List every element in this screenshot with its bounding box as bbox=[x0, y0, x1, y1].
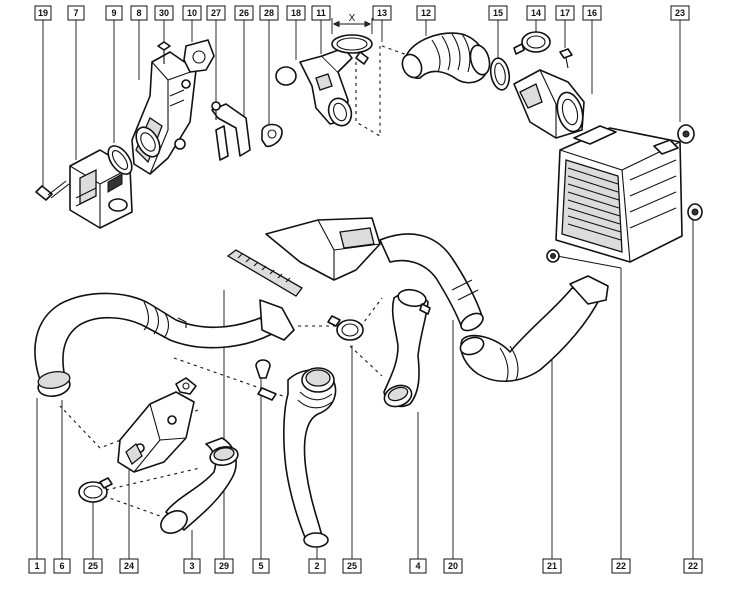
callout-25a: 25 bbox=[83, 558, 103, 574]
callout-16: 16 bbox=[582, 5, 602, 21]
svg-text:24: 24 bbox=[124, 561, 134, 571]
callout-28: 28 bbox=[259, 5, 279, 21]
part-12-corrugated-hose bbox=[401, 32, 491, 84]
part-5-clip bbox=[255, 359, 277, 401]
part-27-26-tube-bracket bbox=[211, 101, 251, 161]
part-16-air-flow-meter bbox=[513, 69, 585, 139]
callout-15: 15 bbox=[488, 5, 508, 21]
part-28-clip bbox=[261, 123, 283, 148]
svg-text:21: 21 bbox=[547, 561, 557, 571]
svg-text:12: 12 bbox=[421, 8, 431, 18]
svg-text:10: 10 bbox=[187, 8, 197, 18]
svg-text:22: 22 bbox=[688, 561, 698, 571]
part-13-hose-clamp bbox=[331, 34, 373, 65]
dimension-x bbox=[331, 18, 373, 34]
part-1-turbo-hose bbox=[34, 292, 295, 398]
part-14-hose-clamp bbox=[513, 31, 551, 55]
svg-text:9: 9 bbox=[111, 8, 116, 18]
callout-17: 17 bbox=[555, 5, 575, 21]
part-20-intake-duct bbox=[379, 233, 484, 332]
part-17-screw bbox=[559, 48, 573, 69]
svg-text:11: 11 bbox=[316, 8, 326, 18]
svg-text:14: 14 bbox=[531, 8, 541, 18]
svg-text:30: 30 bbox=[159, 8, 169, 18]
svg-text:13: 13 bbox=[377, 8, 387, 18]
svg-text:19: 19 bbox=[38, 8, 48, 18]
callout-9: 9 bbox=[105, 5, 123, 21]
part-6-clip bbox=[175, 377, 197, 395]
part-9-gasket-ring bbox=[107, 145, 133, 175]
callout-12: 12 bbox=[416, 5, 436, 21]
svg-text:18: 18 bbox=[291, 8, 301, 18]
part-24-mounting-bracket bbox=[117, 391, 195, 473]
callout-6: 6 bbox=[53, 558, 71, 574]
part-8-intake-flange bbox=[131, 51, 197, 175]
svg-text:8: 8 bbox=[136, 8, 141, 18]
callout-24: 24 bbox=[119, 558, 139, 574]
callout-1: 1 bbox=[28, 558, 46, 574]
callout-4: 4 bbox=[409, 558, 427, 574]
callout-25b: 25 bbox=[342, 558, 362, 574]
part-21-lower-duct bbox=[459, 275, 609, 383]
part-22-mount-a bbox=[546, 249, 560, 263]
part-18-o-ring bbox=[275, 66, 297, 86]
svg-text:6: 6 bbox=[59, 561, 64, 571]
callout-26: 26 bbox=[234, 5, 254, 21]
callout-22b: 22 bbox=[683, 558, 703, 574]
callout-2: 2 bbox=[308, 558, 326, 574]
callout-19: 19 bbox=[34, 5, 52, 21]
part-22-mount-b bbox=[687, 203, 703, 221]
callout-11: 11 bbox=[311, 5, 331, 21]
part-29-air-duct bbox=[226, 217, 381, 297]
part-10-bracket bbox=[183, 39, 215, 73]
svg-text:29: 29 bbox=[219, 561, 229, 571]
callout-29: 29 bbox=[214, 558, 234, 574]
callout-21: 21 bbox=[542, 558, 562, 574]
part-11-elbow-sensor bbox=[299, 47, 353, 127]
callout-30: 30 bbox=[154, 5, 174, 21]
callout-10: 10 bbox=[182, 5, 202, 21]
dimension-x-label: X bbox=[349, 13, 356, 24]
svg-text:28: 28 bbox=[264, 8, 274, 18]
part-4-s-hose bbox=[383, 288, 431, 408]
callout-18: 18 bbox=[286, 5, 306, 21]
callout-14: 14 bbox=[526, 5, 546, 21]
svg-text:7: 7 bbox=[73, 8, 78, 18]
svg-text:16: 16 bbox=[587, 8, 597, 18]
svg-text:25: 25 bbox=[88, 561, 98, 571]
svg-text:20: 20 bbox=[448, 561, 458, 571]
svg-text:27: 27 bbox=[211, 8, 221, 18]
callout-7: 7 bbox=[67, 5, 85, 21]
part-23-grommet bbox=[677, 124, 695, 144]
callout-3: 3 bbox=[183, 558, 201, 574]
svg-text:17: 17 bbox=[560, 8, 570, 18]
callout-23: 23 bbox=[670, 5, 690, 21]
part-19-bolt bbox=[35, 180, 70, 201]
callout-13: 13 bbox=[372, 5, 392, 21]
svg-text:4: 4 bbox=[415, 561, 420, 571]
part-30-screw bbox=[157, 41, 171, 64]
part-25-clamp-center bbox=[327, 315, 364, 341]
callout-8: 8 bbox=[130, 5, 148, 21]
svg-text:25: 25 bbox=[347, 561, 357, 571]
part-3-elbow-hose bbox=[160, 437, 239, 534]
intercooler-unit bbox=[555, 125, 683, 263]
part-15-seal-ring bbox=[489, 57, 511, 91]
callout-5: 5 bbox=[252, 558, 270, 574]
leader-lines bbox=[36, 20, 694, 559]
svg-text:26: 26 bbox=[239, 8, 249, 18]
svg-text:2: 2 bbox=[314, 561, 319, 571]
svg-text:1: 1 bbox=[34, 561, 39, 571]
part-2-bent-hose bbox=[283, 367, 337, 548]
callout-20: 20 bbox=[443, 558, 463, 574]
callout-27: 27 bbox=[206, 5, 226, 21]
callout-22a: 22 bbox=[611, 558, 631, 574]
svg-text:23: 23 bbox=[675, 8, 685, 18]
part-25-clamp-left bbox=[78, 477, 113, 503]
svg-text:15: 15 bbox=[493, 8, 503, 18]
svg-text:3: 3 bbox=[189, 561, 194, 571]
svg-text:22: 22 bbox=[616, 561, 626, 571]
svg-text:5: 5 bbox=[258, 561, 263, 571]
